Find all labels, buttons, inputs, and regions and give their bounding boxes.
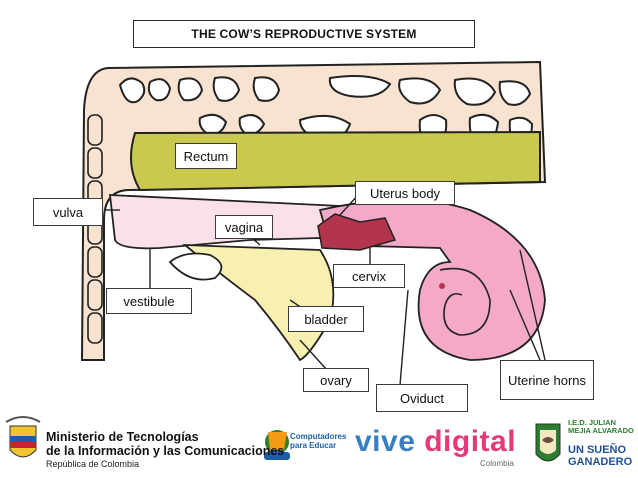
label-uterus-body: Uterus body: [355, 181, 455, 205]
vertebra: [328, 75, 392, 98]
vertebra: [453, 77, 497, 106]
label-oviduct: Oviduct: [376, 384, 468, 412]
label-vagina: vagina: [215, 215, 273, 239]
vive-digital-logo: vive digital: [355, 425, 517, 458]
label-uterine-horns: Uterine horns: [500, 360, 594, 400]
vertebra: [252, 76, 281, 102]
un-sueno-ganadero: UN SUEÑO GANADERO: [568, 444, 633, 468]
vertebra: [212, 76, 241, 102]
cpe-name: Computadores para Educar: [290, 432, 347, 450]
uterine-horn-inner: [439, 267, 491, 336]
label-ovary: ovary: [303, 368, 369, 392]
colombia-coat-of-arms-icon: [5, 416, 41, 458]
ied-name: I.E.D. JULIAN MEJIA ALVARADO: [568, 418, 634, 435]
ied-shield-icon: [535, 423, 561, 462]
ovary-dot: [439, 283, 445, 289]
ministry-name: Ministerio de Tecnologías de la Informac…: [46, 430, 285, 458]
vertebra: [498, 80, 532, 106]
vertebra: [398, 77, 442, 105]
ovary-shape: [168, 252, 223, 281]
vive-digital-colombia: Colombia: [480, 459, 514, 468]
label-vestibule: vestibule: [106, 288, 192, 314]
vertebra: [147, 78, 172, 102]
label-vulva: vulva: [33, 198, 103, 226]
tail-vertebrae: [87, 114, 103, 344]
vertebra: [118, 77, 146, 104]
cervix-shape: [317, 213, 397, 251]
label-cervix: cervix: [333, 264, 405, 288]
vertebra: [177, 77, 204, 102]
label-rectum: Rectum: [175, 143, 237, 169]
ministry-subtitle: República de Colombia: [46, 459, 140, 469]
computadores-para-educar-logo-icon: [264, 430, 290, 460]
footer-logos-graphic: [5, 416, 561, 462]
label-bladder: bladder: [288, 306, 364, 332]
diagram-title: THE COW’S REPRODUCTIVE SYSTEM: [133, 20, 475, 48]
